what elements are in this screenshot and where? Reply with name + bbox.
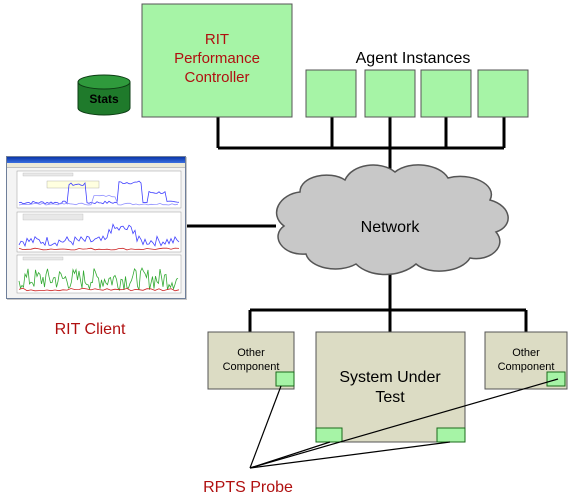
stats-label: Stats: [89, 92, 119, 106]
agent-instance-box: [477, 69, 529, 118]
performance-controller-box: [141, 3, 293, 118]
other-right-label-line1: Other: [512, 347, 540, 359]
other-left-label-line2: Component: [223, 361, 280, 373]
network-label: Network: [361, 219, 421, 236]
other-left-label-line1: Other: [237, 347, 265, 359]
client-window-menubar: [7, 163, 185, 168]
connector-lines: [184, 117, 528, 332]
other-right-label-line2: Component: [498, 361, 555, 373]
controller-label-line1: RIT: [205, 31, 229, 48]
rpts-probe-label: RPTS Probe: [203, 479, 293, 496]
system-under-test-box: [315, 331, 466, 443]
agent-instances-label: Agent Instances: [356, 50, 471, 67]
sut-label-line1: System Under: [339, 369, 441, 386]
controller-label-line3: Controller: [184, 69, 249, 86]
network-cloud-icon: [276, 164, 509, 276]
agent-instance-box: [420, 69, 472, 118]
probe-pointer-lines: [249, 378, 559, 469]
agent-instance-box: [305, 69, 357, 118]
client-chart-1: [16, 170, 182, 209]
client-chart-2: [16, 211, 182, 253]
controller-label-line2: Performance: [174, 50, 260, 67]
probe-marker: [436, 427, 466, 443]
probe-marker: [315, 427, 343, 443]
client-chart-3: [16, 254, 182, 294]
rit-client-label: RIT Client: [55, 321, 126, 338]
client-window-charts: [7, 168, 185, 298]
rit-client-window: [6, 156, 186, 299]
client-window-titlebar: [7, 157, 185, 163]
probe-marker: [275, 371, 295, 387]
agent-instance-box: [364, 69, 416, 118]
stats-database-icon: [77, 74, 131, 116]
sut-label-line2: Test: [375, 389, 405, 406]
